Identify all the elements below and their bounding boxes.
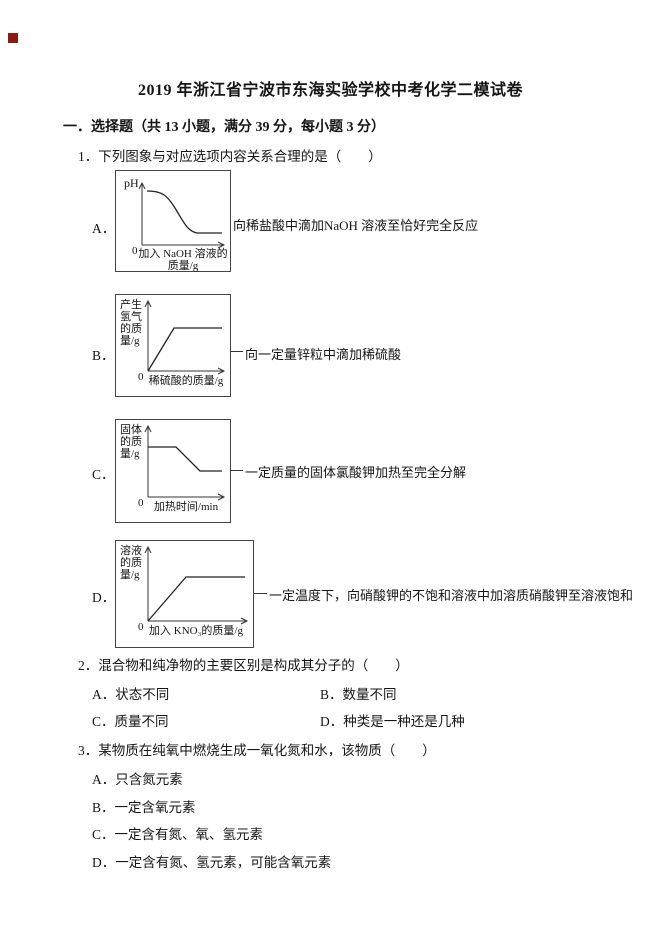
- graph-d-plot: [144, 545, 249, 625]
- q3-option-d: D．一定含有氮、氢元素，可能含氧元素: [92, 855, 332, 870]
- q1-option-d-desc: 一定温度下，向硝酸钾的不饱和溶液中加溶质硝酸钾至溶液饱和: [269, 588, 634, 603]
- graph-d-ylabel: 溶液的质量/g: [120, 545, 142, 581]
- q2-option-c: C．质量不同: [92, 714, 169, 729]
- graph-c: 固体的质量/g 0 加热时间/min: [115, 419, 231, 523]
- q1-option-d-label: D．: [92, 590, 116, 605]
- q1-option-c-label: C．: [92, 467, 115, 482]
- corner-mark: [8, 33, 18, 43]
- graph-c-y-arrow-icon: [144, 424, 152, 433]
- q3-option-c: C．一定含有氮、氧、氢元素: [92, 827, 264, 842]
- graph-c-curve: [148, 446, 222, 472]
- graph-b-origin: 0: [138, 371, 144, 383]
- section-heading: 一．选择题（共 13 小题，满分 39 分，每小题 3 分）: [63, 120, 385, 135]
- graph-c-x-arrow-icon: [217, 493, 226, 501]
- graph-a-origin: 0: [132, 245, 138, 257]
- graph-b-y-arrow-icon: [144, 299, 152, 308]
- q2-option-a: A．状态不同: [92, 687, 170, 702]
- q2-option-d: D．种类是一种还是几种: [320, 714, 465, 729]
- graph-a-curve: [146, 190, 222, 234]
- graph-a-y-arrow-icon: [138, 181, 146, 190]
- graph-a-xlabel: 加入 NaOH 溶液的质量/g: [138, 248, 228, 272]
- graph-a-plot: [138, 181, 226, 249]
- q3-option-a: A．只含氮元素: [92, 772, 183, 787]
- graph-d-curve: [147, 576, 245, 622]
- graph-b-xlabel: 稀硫酸的质量/g: [148, 375, 224, 387]
- q2-option-b: B．数量不同: [320, 687, 397, 702]
- q1-option-a-label: A．: [92, 221, 116, 236]
- graph-a-x-arrow-icon: [217, 241, 226, 249]
- graph-a-ylabel: pH: [124, 176, 139, 190]
- graph-d-origin: 0: [138, 621, 144, 633]
- graph-b-x-arrow-icon: [217, 367, 226, 375]
- graph-a: pH 0 加入 NaOH 溶液的质量/g: [115, 170, 231, 272]
- q1-option-a-desc: 向稀盐酸中滴加NaOH 溶液至恰好完全反应: [233, 218, 479, 233]
- graph-c-origin: 0: [138, 497, 144, 509]
- question-1-stem: 1．下列图象与对应选项内容关系合理的是（ ）: [78, 149, 382, 164]
- graph-d-xlabel: 加入 KNO₃的质量/g: [149, 625, 243, 637]
- q3-option-b: B．一定含氧元素: [92, 800, 196, 815]
- page-title: 2019 年浙江省宁波市东海实验学校中考化学二模试卷: [137, 82, 523, 99]
- q1-option-c-connector: [230, 470, 243, 471]
- graph-b-curve: [147, 327, 222, 372]
- q1-option-b-connector: [230, 351, 243, 352]
- graph-d: 溶液的质量/g 0 加入 KNO₃的质量/g: [115, 540, 254, 648]
- graph-c-xlabel: 加热时间/min: [153, 501, 219, 513]
- q1-option-c-desc: 一定质量的固体氯酸钾加热至完全分解: [245, 465, 467, 480]
- q1-option-d-connector: [254, 593, 267, 594]
- q1-option-b-desc: 向一定量锌粒中滴加稀硫酸: [245, 347, 402, 362]
- graph-c-ylabel: 固体的质量/g: [120, 424, 142, 460]
- graph-d-y-arrow-icon: [144, 545, 152, 554]
- q1-option-b-label: B．: [92, 348, 115, 363]
- question-3-stem: 3．某物质在纯氧中燃烧生成一氧化氮和水，该物质（ ）: [78, 743, 436, 758]
- graph-d-x-arrow-icon: [240, 617, 249, 625]
- graph-b: 产生氢气的质量/g 0 稀硫酸的质量/g: [115, 294, 231, 397]
- graph-b-ylabel: 产生氢气的质量/g: [120, 299, 142, 347]
- graph-c-plot: [144, 424, 226, 501]
- graph-b-plot: [144, 299, 226, 375]
- question-2-stem: 2．混合物和纯净物的主要区别是构成其分子的（ ）: [78, 658, 409, 673]
